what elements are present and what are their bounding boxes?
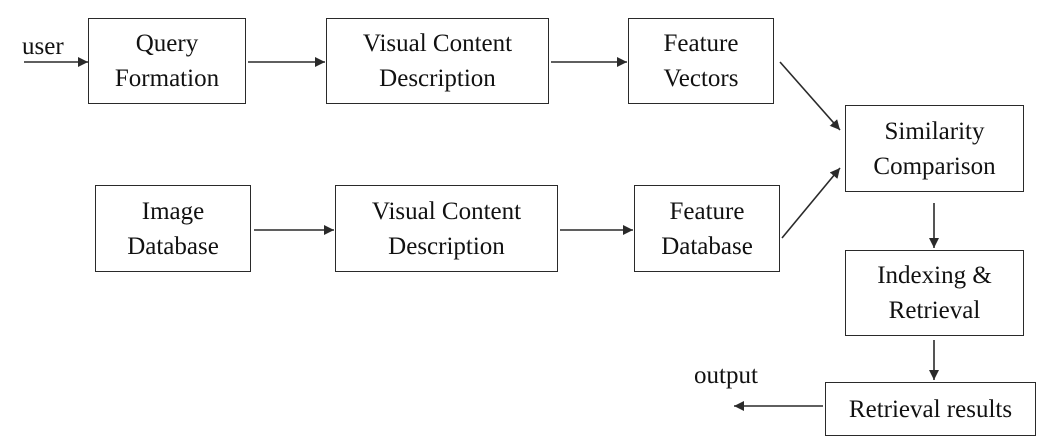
retrieval-results-box: Retrieval results	[825, 382, 1036, 436]
output-label: output	[694, 362, 758, 389]
arrow-feature-vectors-to-similarity	[779, 61, 841, 131]
user-input-label: user	[22, 33, 64, 60]
arrow-feature-db-to-similarity	[781, 167, 841, 239]
feature-vectors-box: Feature Vectors	[628, 18, 774, 104]
visual-content-description-top-box: Visual Content Description	[326, 18, 549, 104]
feature-database-box: Feature Database	[634, 185, 780, 272]
visual-content-description-bottom-box: Visual Content Description	[335, 185, 558, 272]
image-database-box: Image Database	[95, 185, 251, 272]
indexing-retrieval-box: Indexing & Retrieval	[845, 250, 1024, 336]
query-formation-box: Query Formation	[88, 18, 246, 104]
similarity-comparison-box: Similarity Comparison	[845, 105, 1024, 192]
